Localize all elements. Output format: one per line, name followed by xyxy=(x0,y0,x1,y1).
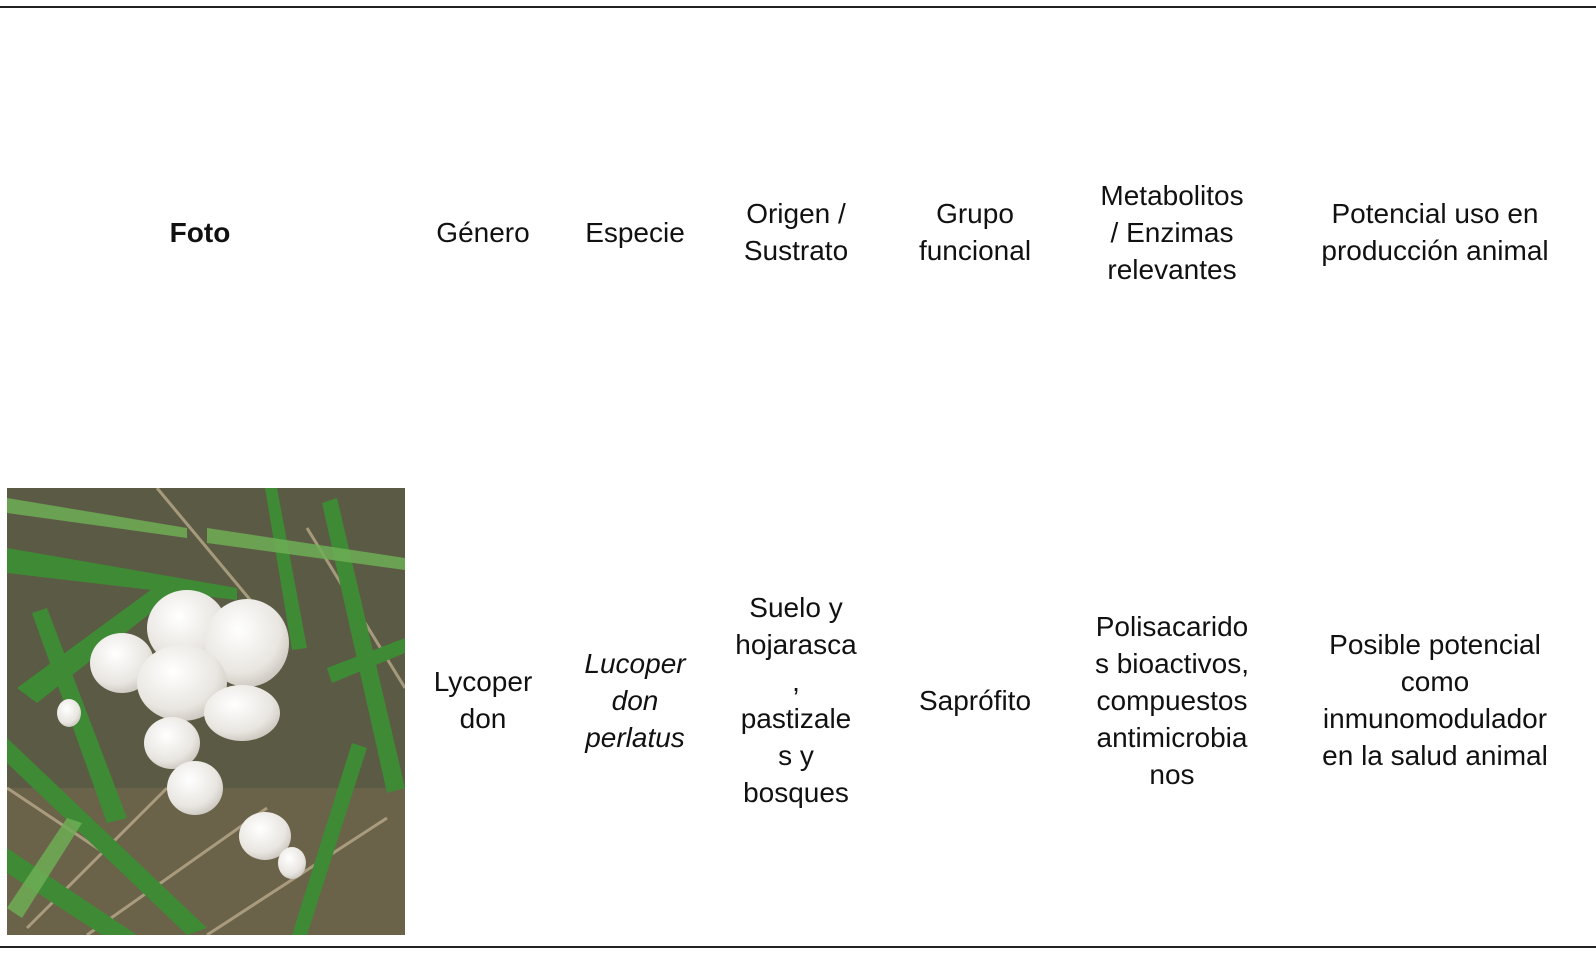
header-genero: Género xyxy=(436,216,530,248)
puffball-image xyxy=(7,488,405,935)
header-metabolitos: Metabolitos / Enzimas relevantes xyxy=(1100,179,1244,285)
cell-genero: Lycoper don xyxy=(433,666,533,734)
header-origen: Origen / Sustrato xyxy=(743,198,849,266)
header-foto: Foto xyxy=(169,216,231,248)
header-grupo: Grupo funcional xyxy=(918,198,1032,266)
mushroom-photo xyxy=(7,488,405,935)
header-potencial: Potencial uso en producción animal xyxy=(1321,198,1549,266)
cell-especie: Lucoper don perlatus xyxy=(584,647,686,753)
cell-potencial: Posible potencial como inmunomodulador e… xyxy=(1322,629,1548,771)
table-top-rule xyxy=(0,6,1596,8)
table-bottom-rule xyxy=(0,946,1596,948)
cell-grupo: Saprófito xyxy=(918,684,1032,716)
header-especie: Especie xyxy=(585,216,685,248)
cell-metabolitos: Polisacarido s bioactivos, compuestos an… xyxy=(1094,610,1250,790)
cell-origen: Suelo y hojarasca , pastizale s y bosque… xyxy=(735,592,857,808)
